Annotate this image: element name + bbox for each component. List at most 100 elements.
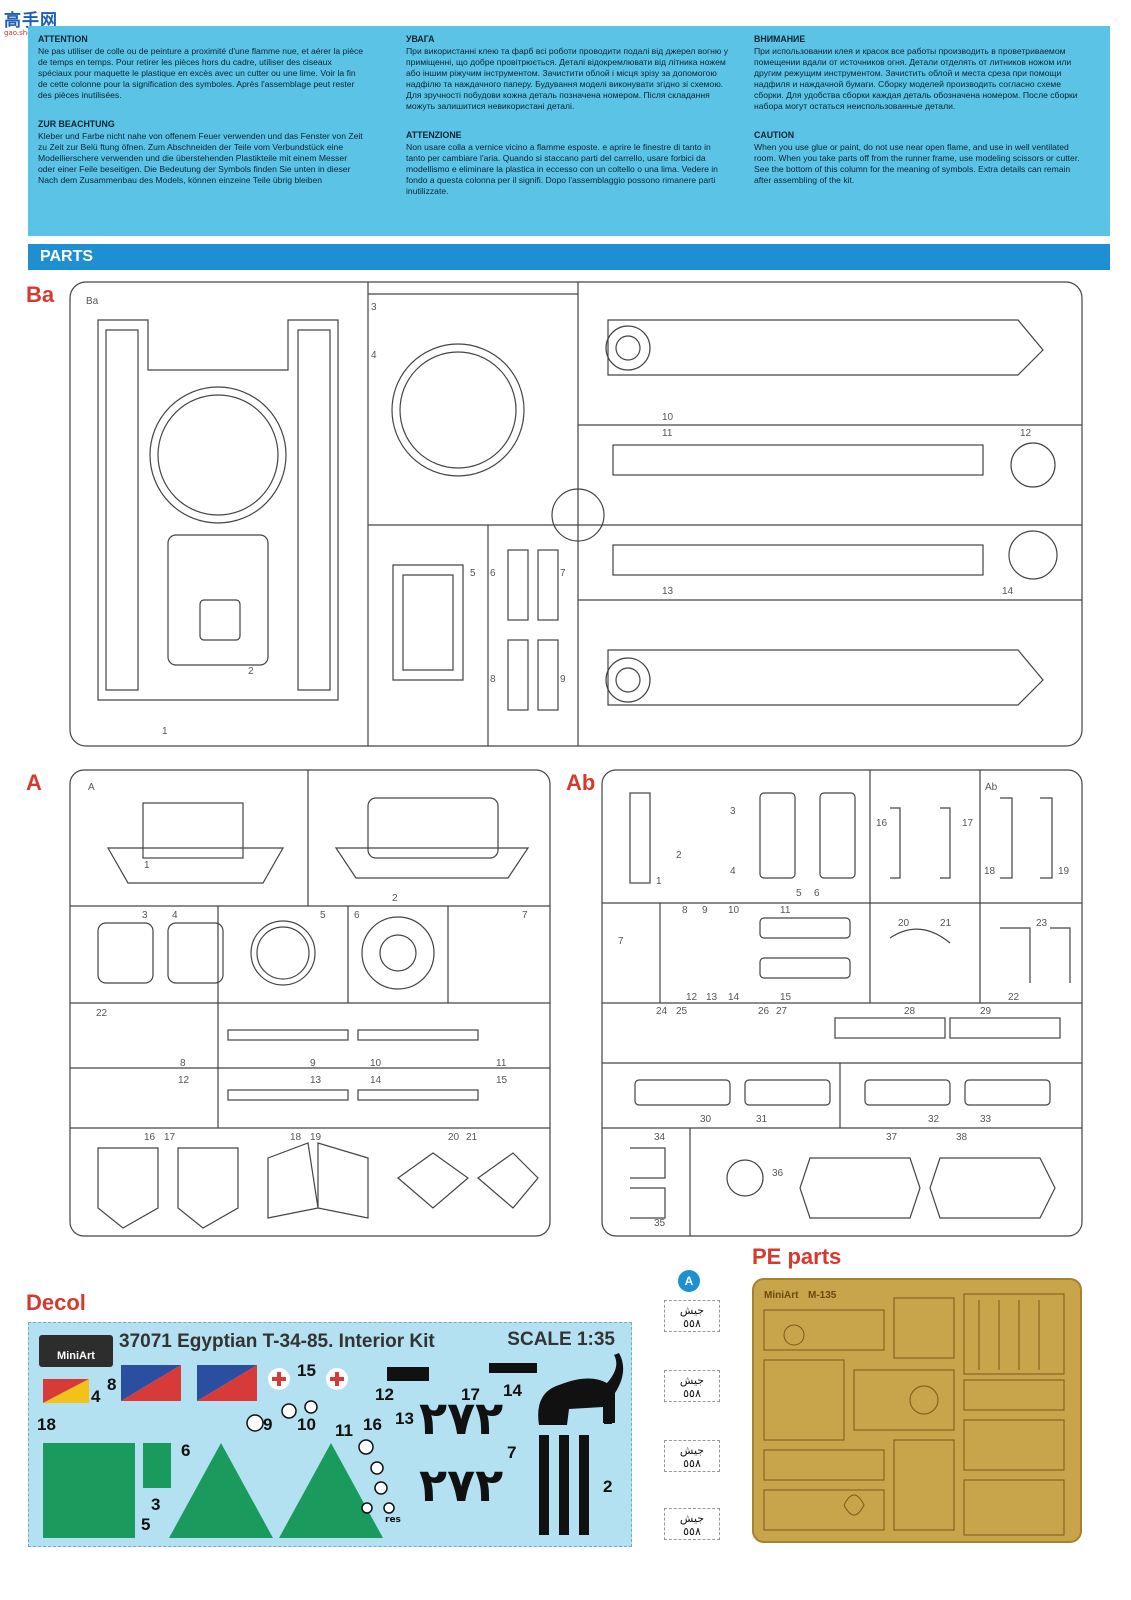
decal-number: 7 xyxy=(507,1443,517,1462)
decal-number: 18 xyxy=(37,1415,56,1434)
decal-number: 3 xyxy=(151,1495,161,1514)
part-number: 25 xyxy=(676,1006,688,1017)
part-number: 7 xyxy=(522,910,528,921)
part-number: 15 xyxy=(780,992,792,1003)
instructions-column-1: ATTENTION Ne pas utiliser de colle ou de… xyxy=(28,26,374,236)
instr-text: Kleber und Farbe nicht nahe von offenem … xyxy=(38,131,363,185)
decal-section-label: Decol xyxy=(26,1290,86,1315)
decal-number: 2 xyxy=(603,1477,613,1496)
stripe-decal xyxy=(539,1435,549,1535)
part-number: 20 xyxy=(448,1132,460,1143)
instructions-column-3: ВНИМАНИЕ При использовании клея и красок… xyxy=(744,26,1090,236)
decal-number: 9 xyxy=(263,1415,273,1434)
tiny-code: res xyxy=(385,1515,401,1525)
instr-text: При использовании клея и красок все рабо… xyxy=(754,46,1078,111)
sprue-ab-label: Ab xyxy=(566,770,596,795)
part-number: 17 xyxy=(164,1132,176,1143)
part-number: 22 xyxy=(96,1008,108,1019)
part-number: 4 xyxy=(172,910,178,921)
part-number: 35 xyxy=(654,1218,666,1229)
part-number: 21 xyxy=(940,918,952,929)
part-number: 29 xyxy=(980,1006,992,1017)
elephant-decal xyxy=(538,1353,624,1425)
part-number: 12 xyxy=(686,992,698,1003)
part-number: 9 xyxy=(560,674,566,685)
part-number: 10 xyxy=(662,412,674,423)
gauge-decals xyxy=(246,1400,395,1514)
sprue-a: A 1 2 3 4 5 6 7 8 9 10 11 12 13 14 15 16… xyxy=(68,768,552,1238)
decal-scale: SCALE 1:35 xyxy=(507,1329,615,1350)
plate-line: جيش xyxy=(679,1304,705,1317)
green-rect-decal xyxy=(143,1443,171,1488)
plate-line: جيش xyxy=(679,1512,705,1525)
part-number: 19 xyxy=(1058,866,1070,877)
part-number: 14 xyxy=(728,992,740,1003)
part-number: 15 xyxy=(496,1075,508,1086)
instr-text: When you use glue or paint, do not use n… xyxy=(754,142,1080,185)
black-bar-decal xyxy=(489,1363,537,1373)
part-number: 12 xyxy=(1020,428,1032,439)
pe-section-label: PE parts xyxy=(752,1244,842,1269)
part-number: 11 xyxy=(662,428,673,439)
instr-heading: ATTENTION xyxy=(38,34,88,44)
decal-number: 13 xyxy=(395,1409,414,1428)
decal-number: 15 xyxy=(297,1361,316,1380)
part-number: 9 xyxy=(702,905,708,916)
instr-text: При використанні клею та фарб всі роботи… xyxy=(406,46,729,111)
part-number: 4 xyxy=(730,866,736,877)
flag-decal xyxy=(43,1379,89,1403)
sprue-ab-drawing: Ab 1 2 3 4 5 6 7 8 9 10 11 12 13 14 15 1… xyxy=(601,769,1083,1237)
sprue-ab-tag: Ab xyxy=(985,782,998,793)
part-number: 7 xyxy=(560,568,566,579)
decal-number: 14 xyxy=(503,1381,522,1400)
part-number: 2 xyxy=(248,666,254,677)
parts-section-header: PARTS xyxy=(28,244,1110,270)
sprue-a-drawing: A 1 2 3 4 5 6 7 8 9 10 11 12 13 14 15 16… xyxy=(69,769,551,1237)
part-number: 1 xyxy=(162,726,168,737)
red-cross-decal xyxy=(326,1368,348,1390)
part-number: 3 xyxy=(730,806,736,817)
part-number: 8 xyxy=(490,674,496,685)
decal-number: 5 xyxy=(141,1515,151,1534)
part-number: 18 xyxy=(290,1132,302,1143)
part-number: 26 xyxy=(758,1006,770,1017)
part-number: 6 xyxy=(814,888,820,899)
sprue-ba-tag: Ba xyxy=(86,296,99,307)
decal-number: 1 xyxy=(603,1409,613,1428)
part-number: 8 xyxy=(682,905,688,916)
instr-heading: УВАГА xyxy=(406,34,435,44)
part-number: 27 xyxy=(776,1006,788,1017)
part-number: 2 xyxy=(676,850,682,861)
part-number: 16 xyxy=(144,1132,156,1143)
instr-text: Ne pas utiliser de colle ou de peinture … xyxy=(38,46,364,100)
green-triangle-decal xyxy=(279,1443,383,1538)
arabic-number-decal: ٢٧٢ xyxy=(419,1391,504,1445)
red-cross-decal xyxy=(268,1368,290,1390)
part-number: 13 xyxy=(310,1075,322,1086)
part-number: 9 xyxy=(310,1058,316,1069)
instr-heading: ATTENZIONE xyxy=(406,130,462,140)
part-number: 10 xyxy=(370,1058,382,1069)
decal-sheet: MiniArt 37071 Egyptian T-34-85. Interior… xyxy=(28,1322,632,1547)
part-number: 21 xyxy=(466,1132,478,1143)
sprue-ba: Ba 1 2 3 4 5 6 7 8 9 10 11 12 13 14 xyxy=(68,280,1084,748)
part-number: 3 xyxy=(371,302,377,313)
instr-heading: ВНИМАНИЕ xyxy=(754,34,806,44)
sprue-ba-label: Ba xyxy=(26,282,55,307)
part-number: 33 xyxy=(980,1114,992,1125)
decal-number: 16 xyxy=(363,1415,382,1434)
instr-heading: CAUTION xyxy=(754,130,795,140)
part-number: 32 xyxy=(928,1114,940,1125)
decal-number: 11 xyxy=(335,1421,353,1440)
decal-number: 8 xyxy=(107,1375,117,1394)
small-plate-decal xyxy=(387,1367,429,1381)
part-number: 30 xyxy=(700,1114,712,1125)
plate-decal: جيش ٥٥٨ xyxy=(664,1370,720,1402)
decal-number: 10 xyxy=(297,1415,316,1434)
instr-heading: ZUR BEACHTUNG xyxy=(38,119,115,129)
part-number: 34 xyxy=(654,1132,666,1143)
flag-decal xyxy=(121,1365,181,1401)
sprue-ba-drawing: Ba 1 2 3 4 5 6 7 8 9 10 11 12 13 14 xyxy=(69,281,1083,747)
part-number: 2 xyxy=(392,893,398,904)
decal-number: 6 xyxy=(181,1441,191,1460)
